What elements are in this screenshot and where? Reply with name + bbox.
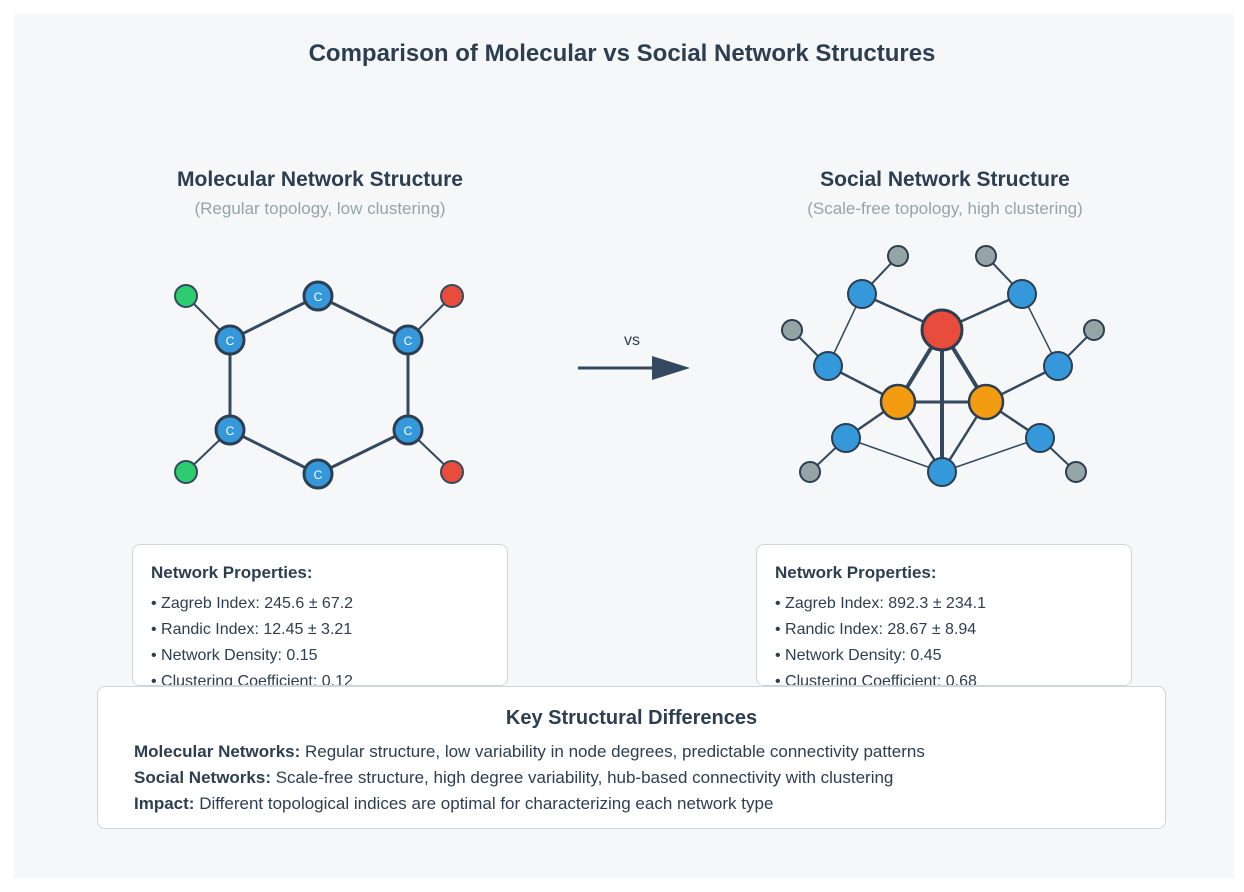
social-properties-heading: Network Properties: [775, 563, 937, 582]
bond [317, 428, 409, 476]
leaf-node [799, 461, 821, 483]
difference-social: Social Networks: Scale-free structure, h… [134, 768, 893, 788]
leaf-node [1065, 461, 1087, 483]
molecular-clustering-coefficient: • Clustering Coefficient: 0.12 [151, 673, 353, 686]
carbon-label: C [404, 334, 413, 348]
regular-node [831, 423, 861, 453]
difference-label: Social Networks: [134, 768, 271, 787]
molecular-atoms: C C C C C C [174, 280, 464, 490]
molecular-randic-index: • Randic Index: 12.45 ± 3.21 [151, 621, 353, 638]
molecular-network-density: • Network Density: 0.15 [151, 647, 318, 664]
molecular-panel-title: Molecular Network Structure [177, 168, 463, 191]
secondary-hub-node [879, 383, 917, 421]
carbon-label: C [404, 424, 413, 438]
difference-impact: Impact: Different topological indices ar… [134, 794, 773, 814]
regular-node [1043, 351, 1073, 381]
red-atom [440, 284, 464, 308]
hub-node [920, 308, 964, 352]
molecular-properties-box: Network Properties: • Zagreb Index: 245.… [132, 544, 508, 686]
difference-label: Molecular Networks: [134, 742, 301, 761]
carbon-atom: C [214, 414, 246, 446]
difference-text: Scale-free structure, high degree variab… [271, 768, 894, 787]
carbon-label: C [314, 468, 323, 482]
page-title: Comparison of Molecular vs Social Networ… [308, 40, 936, 67]
social-zagreb-index: • Zagreb Index: 892.3 ± 234.1 [775, 595, 986, 612]
red-atom [440, 460, 464, 484]
bond [229, 428, 319, 476]
regular-node [927, 457, 957, 487]
social-properties-box: Network Properties: • Zagreb Index: 892.… [756, 544, 1132, 686]
difference-label: Impact: [134, 794, 195, 813]
carbon-atom: C [302, 280, 334, 312]
green-atom [174, 460, 198, 484]
edge [941, 437, 1041, 473]
key-differences-box: Key Structural Differences Molecular Net… [97, 686, 1166, 829]
molecular-properties-heading: Network Properties: [151, 563, 313, 582]
regular-node [1007, 279, 1037, 309]
regular-node [813, 351, 843, 381]
carbon-label: C [226, 334, 235, 348]
vs-label: vs [624, 332, 640, 349]
social-clustering-coefficient: • Clustering Coefficient: 0.68 [775, 673, 977, 686]
carbon-atom: C [392, 414, 424, 446]
carbon-label: C [314, 290, 323, 304]
edge [845, 437, 943, 473]
molecular-network [185, 294, 453, 476]
social-panel-subtitle: (Scale-free topology, high clustering) [807, 199, 1083, 218]
molecular-zagreb-index: • Zagreb Index: 245.6 ± 67.2 [151, 595, 354, 612]
green-atom [174, 284, 198, 308]
social-panel-title: Social Network Structure [820, 168, 1070, 191]
difference-text: Different topological indices are optima… [194, 794, 774, 813]
leaf-node [975, 245, 997, 267]
vs-arrow [578, 356, 690, 380]
molecular-panel-subtitle: (Regular topology, low clustering) [194, 199, 446, 218]
social-network-nodes [781, 245, 1105, 487]
regular-node [847, 279, 877, 309]
carbon-atom: C [392, 324, 424, 356]
bond [317, 294, 409, 342]
social-randic-index: • Randic Index: 28.67 ± 8.94 [775, 621, 977, 638]
bond [229, 294, 319, 342]
difference-text: Regular structure, low variability in no… [300, 742, 925, 761]
carbon-label: C [226, 424, 235, 438]
social-network-density: • Network Density: 0.45 [775, 647, 942, 664]
key-differences-heading: Key Structural Differences [505, 707, 758, 729]
carbon-atom: C [214, 324, 246, 356]
leaf-node [1083, 319, 1105, 341]
secondary-hub-node [967, 383, 1005, 421]
carbon-atom: C [302, 458, 334, 490]
leaf-node [887, 245, 909, 267]
difference-molecular: Molecular Networks: Regular structure, l… [134, 742, 925, 762]
leaf-node [781, 319, 803, 341]
regular-node [1025, 423, 1055, 453]
